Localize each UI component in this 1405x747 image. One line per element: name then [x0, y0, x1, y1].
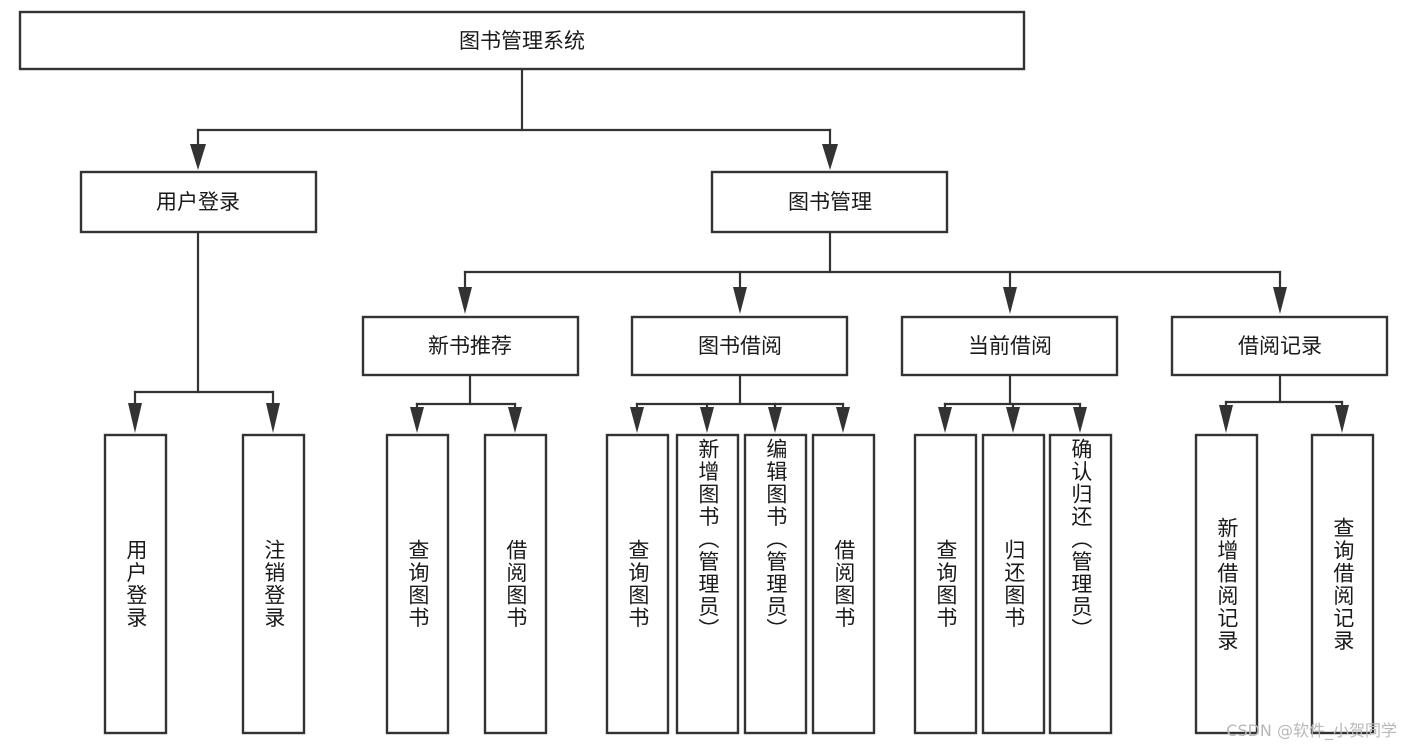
connector-group-borrow-record	[1219, 374, 1349, 433]
arrow-head-nbr-2	[508, 407, 522, 433]
node-leaf-logout-login-box[interactable]	[241, 433, 306, 735]
connector-group-root	[190, 67, 838, 170]
watermark-text: CSDN @软件_小贺同学	[1226, 721, 1397, 740]
node-leaf-borrow-book-1-box[interactable]	[483, 433, 548, 735]
node-leaf-query-record-box[interactable]	[1310, 433, 1375, 735]
arrow-head-book-manage-3	[1003, 287, 1017, 314]
connector-group-book-borrow	[630, 374, 850, 433]
node-borrow-record[interactable]: 借阅记录	[1170, 315, 1389, 377]
node-current-borrow-label: 当前借阅	[968, 334, 1052, 358]
connector-group-new-book-recommend	[410, 374, 522, 433]
arrow-head-cb-3	[1073, 407, 1087, 433]
node-root-box[interactable]	[18, 10, 1026, 71]
node-user-login[interactable]: 用户登录	[79, 170, 318, 234]
node-leaf-query-book-1-box[interactable]	[385, 433, 450, 735]
node-leaf-query-book-2-box[interactable]	[605, 433, 670, 735]
node-root-label: 图书管理系统	[459, 29, 585, 53]
arrow-head-bb-4	[836, 407, 850, 433]
arrow-head-book-manage-2	[733, 287, 747, 314]
connector-group-current-borrow	[938, 374, 1087, 433]
arrow-head-user-login-2	[266, 403, 280, 433]
node-leaf-query-book-3-box[interactable]	[913, 433, 978, 735]
node-new-book-recommend[interactable]: 新书推荐	[361, 315, 580, 377]
node-borrow-record-box[interactable]	[1170, 315, 1389, 377]
node-book-borrow[interactable]: 图书借阅	[630, 315, 849, 377]
node-new-book-recommend-label: 新书推荐	[428, 334, 512, 358]
node-leaf-edit-book-box[interactable]	[743, 433, 808, 735]
arrow-head-book-manage-4	[1273, 287, 1287, 314]
arrow-head-bb-3	[768, 407, 782, 433]
node-new-book-recommend-box[interactable]	[361, 315, 580, 377]
arrow-head-root-2	[822, 144, 838, 170]
node-book-borrow-label: 图书借阅	[698, 334, 782, 358]
node-book-manage-label: 图书管理	[788, 190, 872, 214]
node-book-borrow-box[interactable]	[630, 315, 849, 377]
arrow-head-bb-1	[630, 407, 644, 433]
arrow-head-book-manage-1	[458, 287, 472, 314]
node-book-manage-box[interactable]	[710, 170, 949, 234]
node-current-borrow[interactable]: 当前借阅	[900, 315, 1119, 377]
node-book-manage[interactable]: 图书管理	[710, 170, 949, 234]
node-user-login-box[interactable]	[79, 170, 318, 234]
node-leaf-user-login-box[interactable]	[103, 433, 168, 735]
arrow-head-cb-1	[938, 407, 952, 433]
arrow-head-cb-2	[1006, 407, 1020, 433]
node-leaf-return-book-box[interactable]	[981, 433, 1046, 735]
node-user-login-label: 用户登录	[156, 190, 240, 214]
node-borrow-record-label: 借阅记录	[1238, 334, 1322, 358]
node-root[interactable]: 图书管理系统	[18, 10, 1026, 71]
connector-group-book-manage	[458, 231, 1287, 314]
node-leaf-add-book-box[interactable]	[675, 433, 740, 735]
arrow-head-nbr-1	[410, 407, 424, 433]
arrow-head-user-login-1	[128, 403, 142, 433]
arrow-head-br-1	[1219, 405, 1233, 433]
node-current-borrow-box[interactable]	[900, 315, 1119, 377]
connector-group-user-login	[128, 231, 280, 433]
arrow-head-bb-2	[700, 407, 714, 433]
node-leaf-borrow-book-2-box[interactable]	[811, 433, 876, 735]
node-leaf-confirm-return-box[interactable]	[1048, 433, 1113, 735]
node-leaf-add-record-box[interactable]	[1194, 433, 1259, 735]
arrow-head-root-1	[190, 144, 206, 170]
arrow-head-br-2	[1335, 405, 1349, 433]
